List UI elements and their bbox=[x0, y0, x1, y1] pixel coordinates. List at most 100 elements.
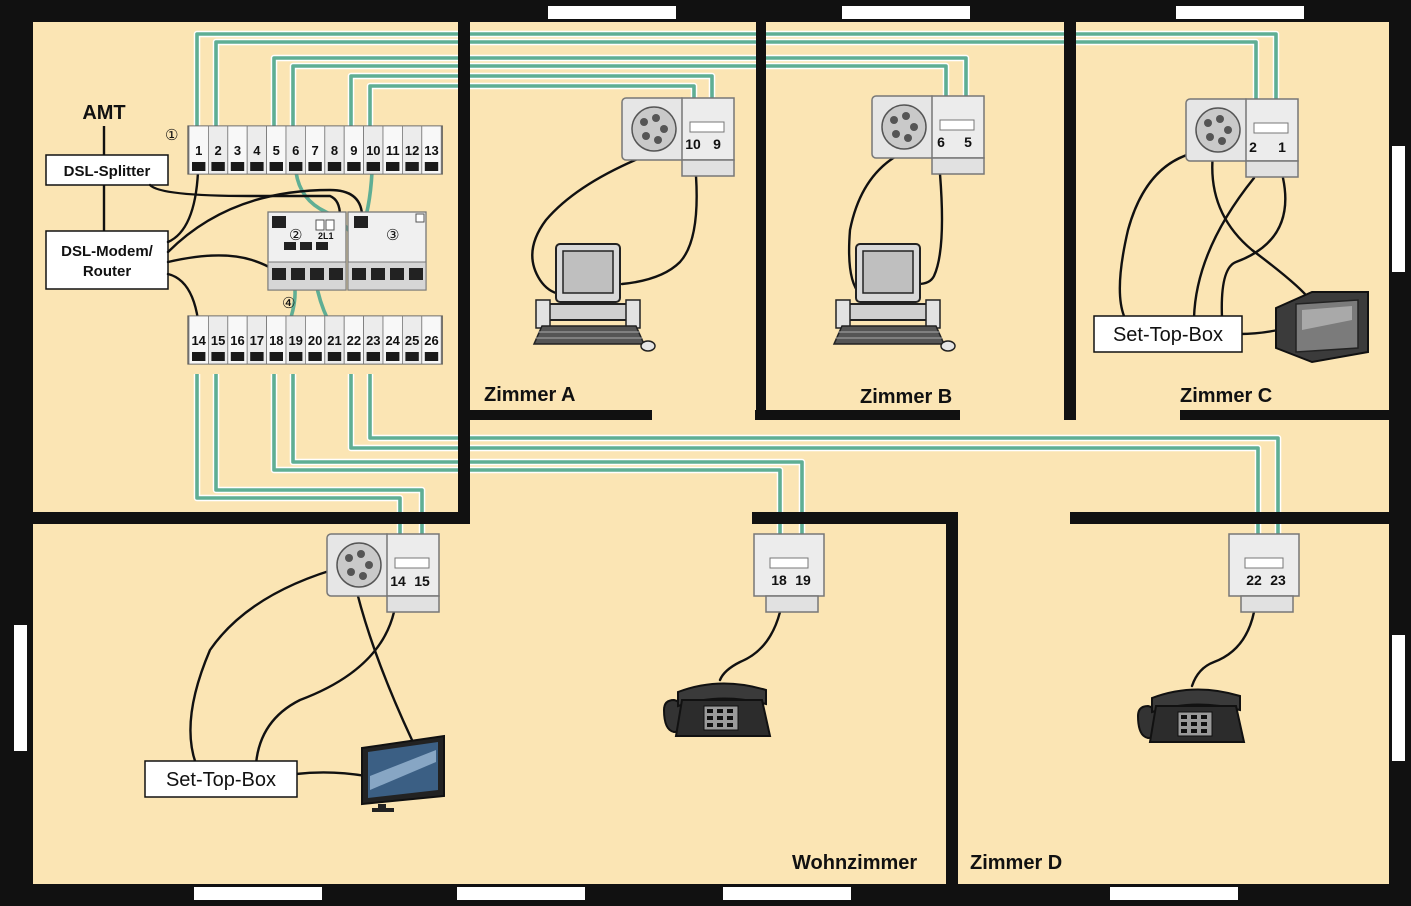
wall-socket-wohnzimmer-phone bbox=[753, 533, 825, 613]
socket-b-port-right: 5 bbox=[964, 134, 972, 150]
patch-panel-bottom-port-number: 24 bbox=[385, 333, 400, 348]
room-label-zimmer-b: Zimmer B bbox=[860, 386, 952, 408]
patch-panel-top-jack bbox=[327, 162, 342, 171]
switch-small-label: 2L1 bbox=[318, 231, 334, 241]
patch-panel-top-port-number: 13 bbox=[424, 143, 438, 158]
patch-panel-bottom-jack bbox=[269, 352, 283, 361]
patch-panel-bottom-port-number: 18 bbox=[269, 333, 283, 348]
patch-panel-bottom-port-number: 26 bbox=[424, 333, 438, 348]
patch-panel-bottom-port-number: 16 bbox=[230, 333, 244, 348]
dsl-modem-box bbox=[45, 230, 169, 290]
circled-marker-4: ④ bbox=[282, 294, 295, 312]
set-top-box-c bbox=[1093, 315, 1243, 353]
patch-panel-bottom-port-number: 14 bbox=[191, 333, 206, 348]
set-top-box-label: Set-Top-Box bbox=[1113, 324, 1223, 346]
dsl-modem-label-2: Router bbox=[83, 263, 131, 280]
patch-panel-bottom-port-number: 20 bbox=[308, 333, 322, 348]
patch-panel-bottom-port-number: 22 bbox=[347, 333, 361, 348]
patch-panel-bottom-jack bbox=[250, 352, 264, 361]
patch-panel-bottom-jack bbox=[230, 352, 245, 361]
room-label-zimmer-c: Zimmer C bbox=[1180, 385, 1272, 407]
telephone-icon bbox=[1137, 688, 1245, 743]
patch-panel-bottom-jack bbox=[327, 352, 342, 361]
patch-panel-top-jack bbox=[386, 162, 400, 171]
patch-panel-top-jack bbox=[405, 162, 419, 171]
patch-panel-bottom-port-number: 25 bbox=[405, 333, 419, 348]
patch-panel-top-port-number: 9 bbox=[350, 143, 357, 158]
room-label-zimmer-d: Zimmer D bbox=[970, 852, 1062, 874]
patch-panel-top-jack bbox=[250, 162, 264, 171]
set-top-box-label: Set-Top-Box bbox=[166, 769, 276, 791]
dsl-splitter-box bbox=[45, 154, 169, 186]
patch-panel-top-port-number: 11 bbox=[386, 143, 400, 158]
patch-panel-top-port-number: 10 bbox=[366, 143, 380, 158]
wall-socket-zimmer-a bbox=[621, 97, 735, 177]
patch-panel-bottom-port-number: 23 bbox=[366, 333, 380, 348]
patch-panel-top-port-number: 3 bbox=[234, 143, 241, 158]
patch-panel-top-jack bbox=[230, 162, 245, 171]
device-cables bbox=[148, 144, 1312, 778]
socket-w-port-left: 14 bbox=[390, 573, 406, 589]
patch-panel-bottom-jack bbox=[347, 352, 361, 361]
patch-panel-top-port-number: 12 bbox=[405, 143, 419, 158]
patch-panel-bottom-jack bbox=[211, 352, 225, 361]
patch-panel-bottom-jack bbox=[289, 352, 303, 361]
wall-socket-wohnzimmer bbox=[326, 533, 440, 613]
socket-c-port-right: 1 bbox=[1278, 139, 1286, 155]
patch-panel-bottom-jack bbox=[424, 352, 439, 361]
dsl-equipment bbox=[45, 126, 169, 290]
circled-marker-1: ① bbox=[165, 126, 178, 144]
socket-b-port-left: 6 bbox=[937, 134, 945, 150]
patch-panel-top-port-number: 4 bbox=[253, 143, 261, 158]
socket-w-port-right: 15 bbox=[414, 573, 430, 589]
socket-w2-port-right: 19 bbox=[795, 572, 811, 588]
interior-walls bbox=[33, 22, 1389, 884]
patch-panel-top-jack bbox=[308, 162, 322, 171]
room-label-zimmer-a: Zimmer A bbox=[484, 384, 576, 406]
patch-panel-top-jack bbox=[192, 162, 206, 171]
rack-modules bbox=[267, 211, 427, 291]
patch-panel-bottom-port-number: 15 bbox=[211, 333, 225, 348]
amt-label: AMT bbox=[82, 102, 125, 124]
wall-socket-zimmer-b bbox=[871, 95, 985, 175]
patch-panel-bottom-port-number: 19 bbox=[288, 333, 302, 348]
socket-c-port-left: 2 bbox=[1249, 139, 1257, 155]
patch-panel-top-port-number: 8 bbox=[331, 143, 338, 158]
set-top-box-wohnzimmer bbox=[144, 760, 298, 798]
patch-panel-top-port-number: 1 bbox=[195, 143, 202, 158]
patch-panel-top-jack bbox=[424, 162, 439, 171]
dsl-splitter-label: DSL-Splitter bbox=[64, 163, 151, 180]
socket-a-port-right: 9 bbox=[713, 136, 721, 152]
wall-socket-zimmer-d bbox=[1228, 533, 1300, 613]
patch-panel-bottom-jack bbox=[366, 352, 380, 361]
patch-panel-top-jack bbox=[211, 162, 225, 171]
patch-panel-top-jack bbox=[347, 162, 361, 171]
patch-panel-bottom-port-number: 21 bbox=[327, 333, 341, 348]
patch-panel-top-jack bbox=[366, 162, 380, 171]
patch-panel-bottom: 14 15 16 17 18 19 20 21 22 23 24 25 26 bbox=[187, 315, 443, 365]
patch-panel-top-port-number: 2 bbox=[214, 143, 221, 158]
circled-marker-2: ② bbox=[289, 226, 302, 244]
socket-w2-port-left: 18 bbox=[771, 572, 787, 588]
socket-d-port-left: 22 bbox=[1246, 572, 1262, 588]
telephone-icon bbox=[663, 682, 771, 737]
patch-panel-top-jack bbox=[289, 162, 303, 171]
patch-panel-bottom-jack bbox=[192, 352, 206, 361]
socket-d-port-right: 23 bbox=[1270, 572, 1286, 588]
socket-a-port-left: 10 bbox=[685, 136, 701, 152]
patch-panel-bottom-jack bbox=[405, 352, 419, 361]
patch-panel-top-port-number: 6 bbox=[292, 143, 299, 158]
room-label-wohnzimmer: Wohnzimmer bbox=[792, 852, 917, 874]
patch-panel-top-port-number: 5 bbox=[273, 143, 280, 158]
tv-icon bbox=[1275, 291, 1369, 364]
patch-panel-bottom-port-number: 17 bbox=[250, 333, 264, 348]
dsl-modem-label-1: DSL-Modem/ bbox=[61, 243, 153, 260]
patch-panel-top-jack bbox=[269, 162, 283, 171]
circled-marker-3: ③ bbox=[386, 226, 399, 244]
flat-tv-icon bbox=[361, 734, 445, 812]
patch-panel-top-port-number: 7 bbox=[311, 143, 318, 158]
wall-socket-zimmer-c bbox=[1185, 98, 1299, 178]
windows bbox=[14, 6, 1405, 900]
